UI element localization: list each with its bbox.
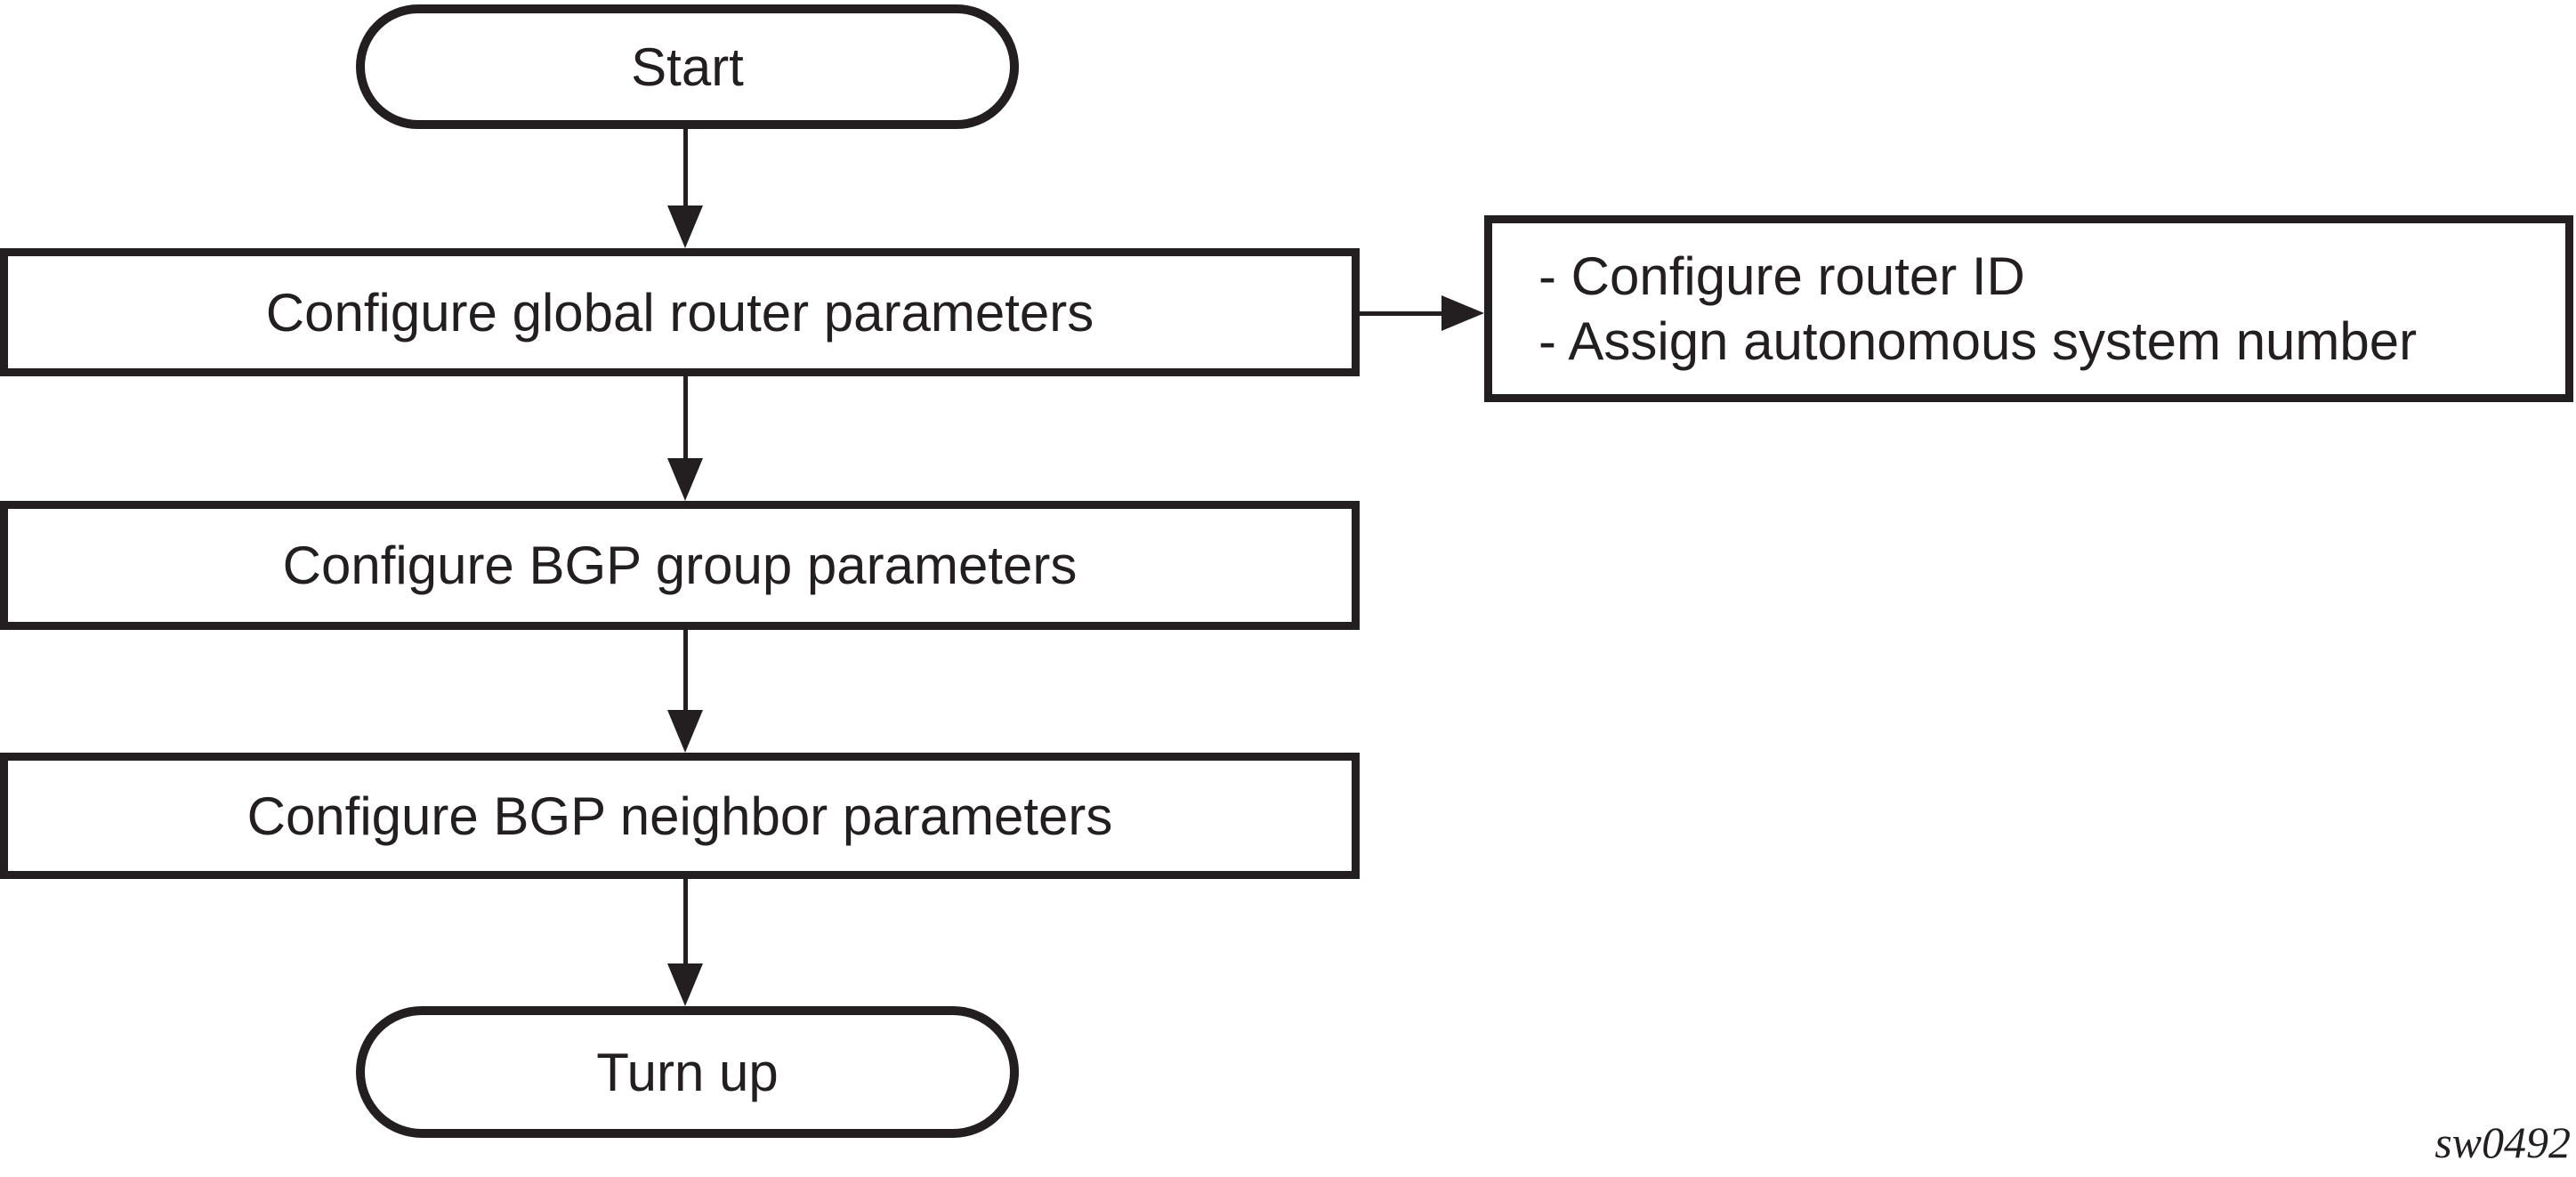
figure-id-watermark: sw0492 <box>2435 1117 2571 1167</box>
step1-label: Configure global router parameters <box>265 282 1094 343</box>
arrow-step3-to-end-line <box>683 878 688 966</box>
start-terminator-node: Start <box>356 4 1019 129</box>
arrow-step2-to-step3-head-icon <box>667 710 703 753</box>
arrow-step1-to-step2-line <box>683 375 688 461</box>
arrow-step1-to-note-line <box>1360 311 1444 316</box>
start-label: Start <box>631 36 744 97</box>
note-line-2: - Assign autonomous system number <box>1538 311 2418 371</box>
end-label: Turn up <box>596 1042 779 1102</box>
arrow-step1-to-note-head-icon <box>1441 295 1484 331</box>
arrow-step1-to-step2-head-icon <box>667 458 703 501</box>
arrow-step3-to-end-head-icon <box>667 963 703 1006</box>
arrow-start-to-step1-head-icon <box>667 206 703 248</box>
step3-label: Configure BGP neighbor parameters <box>246 786 1113 846</box>
note-line-1: - Configure router ID <box>1538 246 2025 306</box>
step2-process-node: Configure BGP group parameters <box>0 501 1360 630</box>
step2-label: Configure BGP group parameters <box>282 536 1078 595</box>
step3-process-node: Configure BGP neighbor parameters <box>0 753 1360 879</box>
arrow-start-to-step1-line <box>683 128 688 208</box>
end-terminator-node: Turn up <box>356 1006 1019 1138</box>
step1-note-box: - Configure router ID - Assign autonomou… <box>1484 215 2573 402</box>
arrow-step2-to-step3-line <box>683 629 688 713</box>
step1-process-node: Configure global router parameters <box>0 248 1360 376</box>
